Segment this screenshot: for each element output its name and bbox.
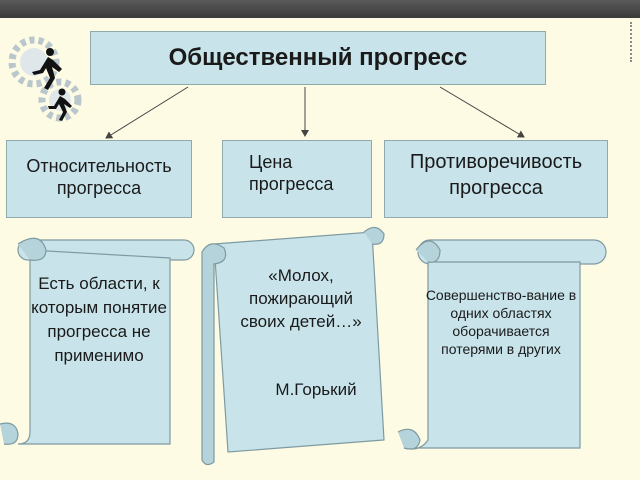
scroll-2-author: М.Горький: [275, 380, 357, 399]
scroll-2-text: «Молох, пожирающий своих детей…»: [240, 266, 362, 331]
branch-relativity: Относительность прогресса: [6, 140, 192, 218]
branch-price-label: Цена прогресса: [249, 152, 334, 194]
branch-price: Цена прогресса: [222, 140, 372, 218]
scroll-1-text: Есть области, к которым понятие прогресс…: [31, 274, 167, 365]
branch-contradiction-label: Противоречивость прогресса: [409, 151, 583, 199]
scroll-3: [397, 239, 607, 450]
branch-contradiction: Противоречивость прогресса: [384, 140, 608, 218]
scroll-1: [0, 237, 195, 445]
branch-relativity-label: Относительность прогресса: [26, 156, 172, 198]
arrow-right: [439, 86, 525, 138]
scroll-2: [201, 226, 385, 466]
window-top-bar: [0, 0, 640, 18]
runners-gears-icon: [8, 36, 82, 122]
main-title: Общественный прогресс: [168, 44, 468, 71]
arrow-left: [105, 86, 189, 139]
scroll-3-text: Совершенство-вание в одних областях обор…: [425, 287, 577, 357]
slide-edge-dots: [630, 22, 638, 62]
main-title-box: Общественный прогресс: [90, 31, 546, 85]
